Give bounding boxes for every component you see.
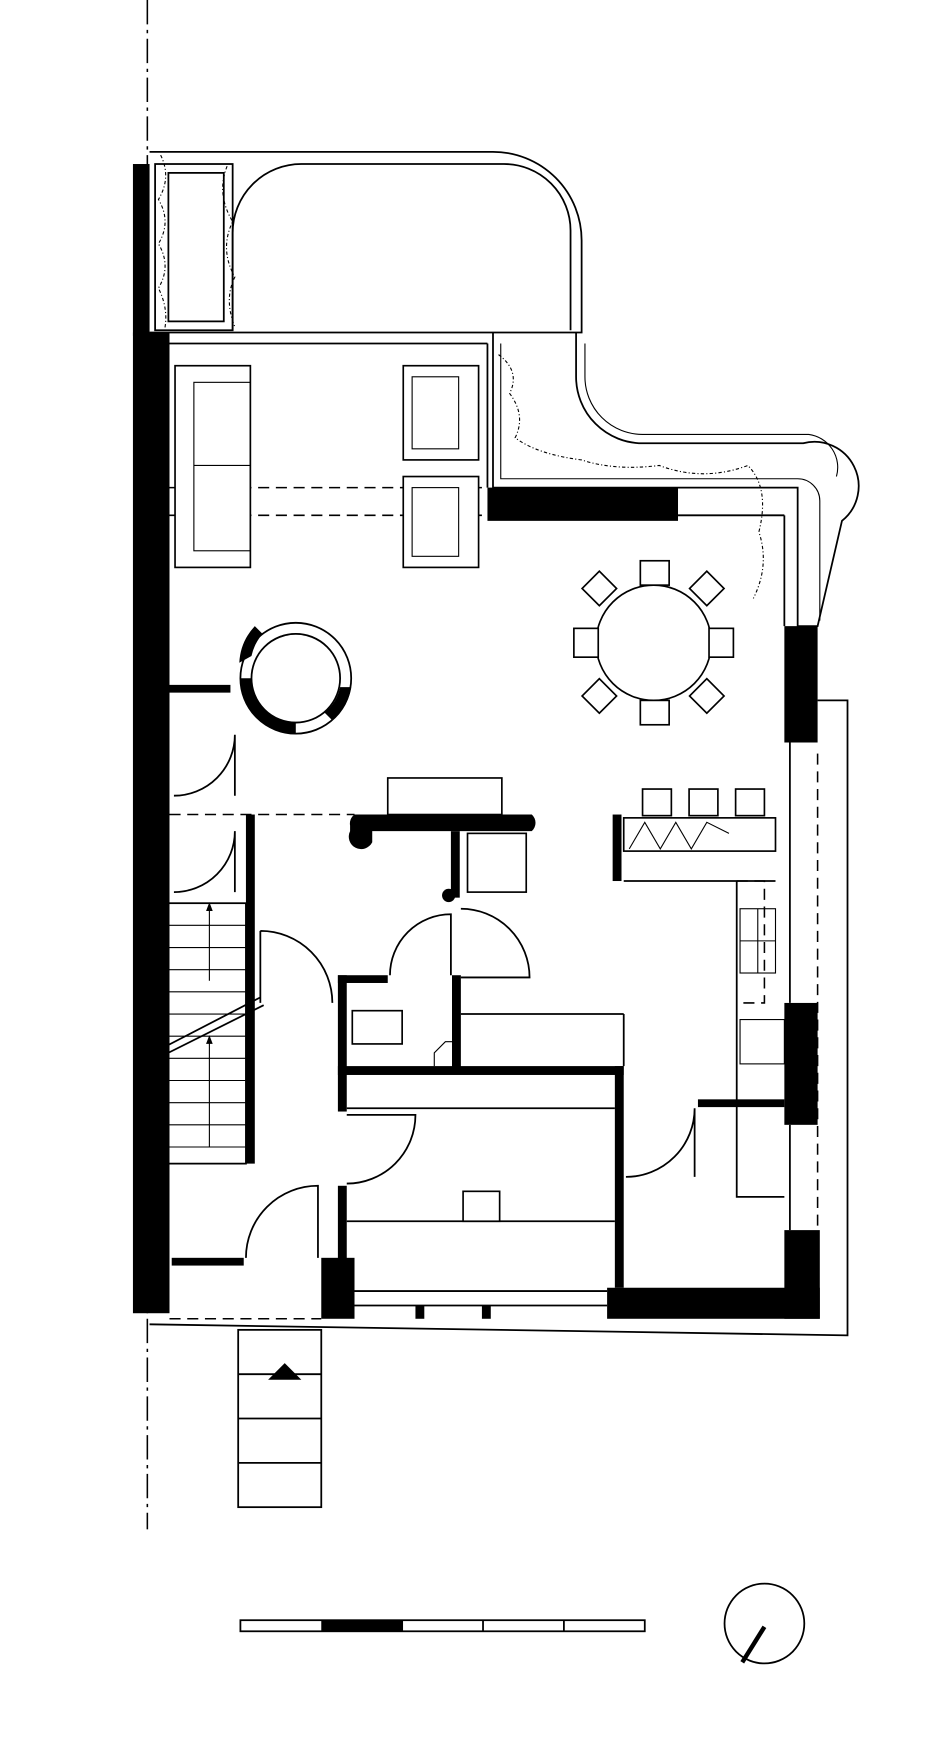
staircase bbox=[163, 902, 265, 1165]
wall-south-east bbox=[607, 1287, 820, 1319]
desk-chair bbox=[466, 832, 528, 893]
sofa bbox=[174, 364, 252, 569]
wall-east-1 bbox=[784, 626, 818, 743]
garden-terrace bbox=[149, 150, 583, 334]
armchair-2 bbox=[402, 475, 480, 569]
armchair-1 bbox=[402, 364, 480, 461]
wall-west bbox=[132, 164, 150, 336]
entrance-steps bbox=[237, 1328, 323, 1509]
round-core bbox=[239, 621, 353, 735]
planter-right bbox=[492, 332, 860, 628]
entrance-arrow-icon bbox=[268, 1363, 302, 1380]
wall-east-2 bbox=[784, 1002, 818, 1125]
dining-table bbox=[573, 559, 735, 726]
kitchen bbox=[622, 788, 785, 1198]
doors bbox=[173, 734, 696, 1258]
wall-north-east bbox=[487, 487, 679, 521]
terrace-east-outline bbox=[149, 699, 849, 1337]
washbasin bbox=[462, 1190, 501, 1223]
wc bbox=[351, 1009, 403, 1045]
sideboard bbox=[386, 777, 503, 816]
interior-walls bbox=[169, 684, 785, 1292]
north-arrow-icon bbox=[723, 1582, 806, 1665]
wall-west-main bbox=[132, 332, 170, 1314]
scale-bar bbox=[239, 1619, 646, 1633]
